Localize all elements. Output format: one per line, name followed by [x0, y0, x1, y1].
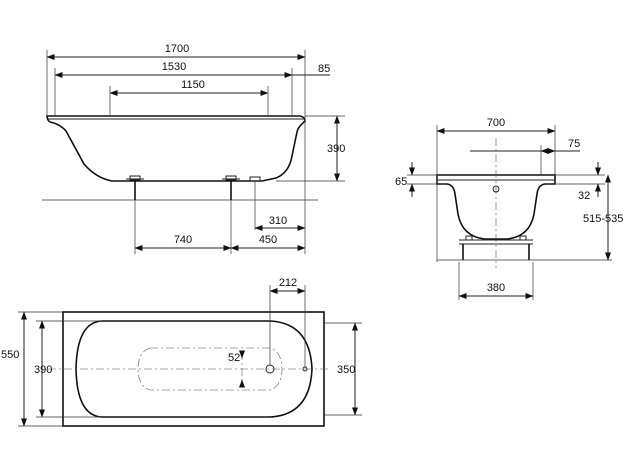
dim-740: 740	[174, 234, 192, 246]
dim-1530: 1530	[162, 61, 186, 73]
dim-515-535: 515-535	[583, 213, 623, 225]
dim-1700: 1700	[165, 43, 189, 55]
front-tub-outline	[436, 174, 556, 240]
dim-52: 52	[228, 352, 240, 364]
dim-390-height: 390	[327, 143, 345, 155]
dim-450: 450	[259, 234, 277, 246]
top-bottom-area	[137, 347, 283, 391]
dim-390-width: 390	[34, 364, 52, 376]
dim-65: 65	[395, 176, 407, 188]
dim-212: 212	[279, 277, 297, 289]
dim-32: 32	[578, 190, 590, 202]
dim-310: 310	[269, 215, 287, 227]
dim-700: 700	[487, 117, 505, 129]
front-view: 700 75 65 32 515-535 380	[395, 117, 623, 300]
dim-85: 85	[318, 63, 330, 75]
side-tub-outline	[46, 115, 306, 182]
side-feet	[126, 175, 261, 200]
side-view: 1700 1530 85 1150 390 310 740 450	[42, 43, 345, 254]
dim-1150: 1150	[181, 79, 205, 91]
dim-350: 350	[337, 364, 355, 376]
dim-75: 75	[568, 138, 580, 150]
top-view: 212 550 390 52 350	[1, 277, 362, 427]
dim-380: 380	[487, 282, 505, 294]
dim-550: 550	[1, 349, 19, 361]
